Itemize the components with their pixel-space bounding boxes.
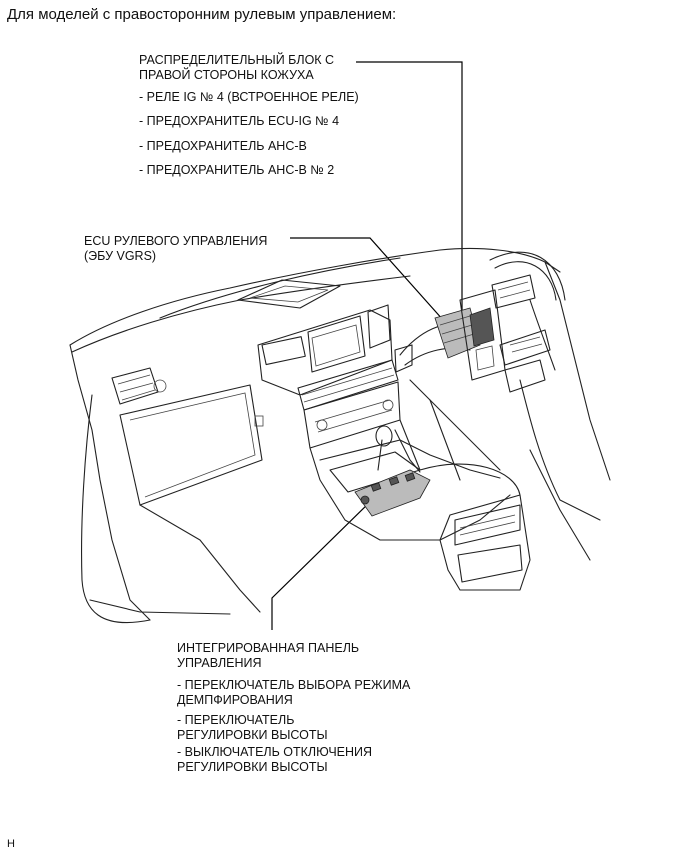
junction-block-item-relay: - РЕЛЕ IG № 4 (ВСТРОЕННОЕ РЕЛЕ): [139, 90, 359, 104]
steering-ecu-title-line-1: ECU РУЛЕВОГО УПРАВЛЕНИЯ: [84, 234, 268, 248]
control-panel-item-damping-line-1: - ПЕРЕКЛЮЧАТЕЛЬ ВЫБОРА РЕЖИМА: [177, 678, 411, 692]
leader-control-panel: [271, 499, 373, 630]
leader-steering-ecu: [290, 237, 453, 331]
page-heading: Для моделей с правосторонним рулевым упр…: [7, 6, 397, 23]
control-panel-item-damping-line-2: ДЕМПФИРОВАНИЯ: [177, 693, 293, 707]
junction-block-item-fuse-ahc-b: - ПРЕДОХРАНИТЕЛЬ AHC-B: [139, 139, 307, 153]
junction-block-item-fuse-ahc-b-2: - ПРЕДОХРАНИТЕЛЬ AHC-B № 2: [139, 163, 335, 177]
dashboard-body: [69, 247, 611, 624]
control-panel-title-line-2: УПРАВЛЕНИЯ: [177, 656, 262, 670]
junction-block-item-fuse-ecu-ig: - ПРЕДОХРАНИТЕЛЬ ECU-IG № 4: [139, 114, 340, 128]
junction-block-title-line-1: РАСПРЕДЕЛИТЕЛЬНЫЙ БЛОК С: [139, 53, 335, 67]
control-panel-item-height-off-line-1: - ВЫКЛЮЧАТЕЛЬ ОТКЛЮЧЕНИЯ: [177, 745, 373, 759]
leader-junction-block: [356, 61, 463, 320]
footer-code: H: [7, 838, 15, 850]
leader-lines: [271, 61, 463, 630]
junction-block-title-line-2: ПРАВОЙ СТОРОНЫ КОЖУХА: [139, 68, 314, 82]
control-panel-item-height-off-line-2: РЕГУЛИРОВКИ ВЫСОТЫ: [177, 760, 328, 774]
control-panel-title-line-1: ИНТЕГРИРОВАННАЯ ПАНЕЛЬ: [177, 641, 360, 655]
steering-ecu-title-line-2: (ЭБУ VGRS): [84, 249, 157, 263]
control-panel-item-height-line-1: - ПЕРЕКЛЮЧАТЕЛЬ: [177, 713, 295, 727]
control-panel-item-height-line-2: РЕГУЛИРОВКИ ВЫСОТЫ: [177, 728, 328, 742]
